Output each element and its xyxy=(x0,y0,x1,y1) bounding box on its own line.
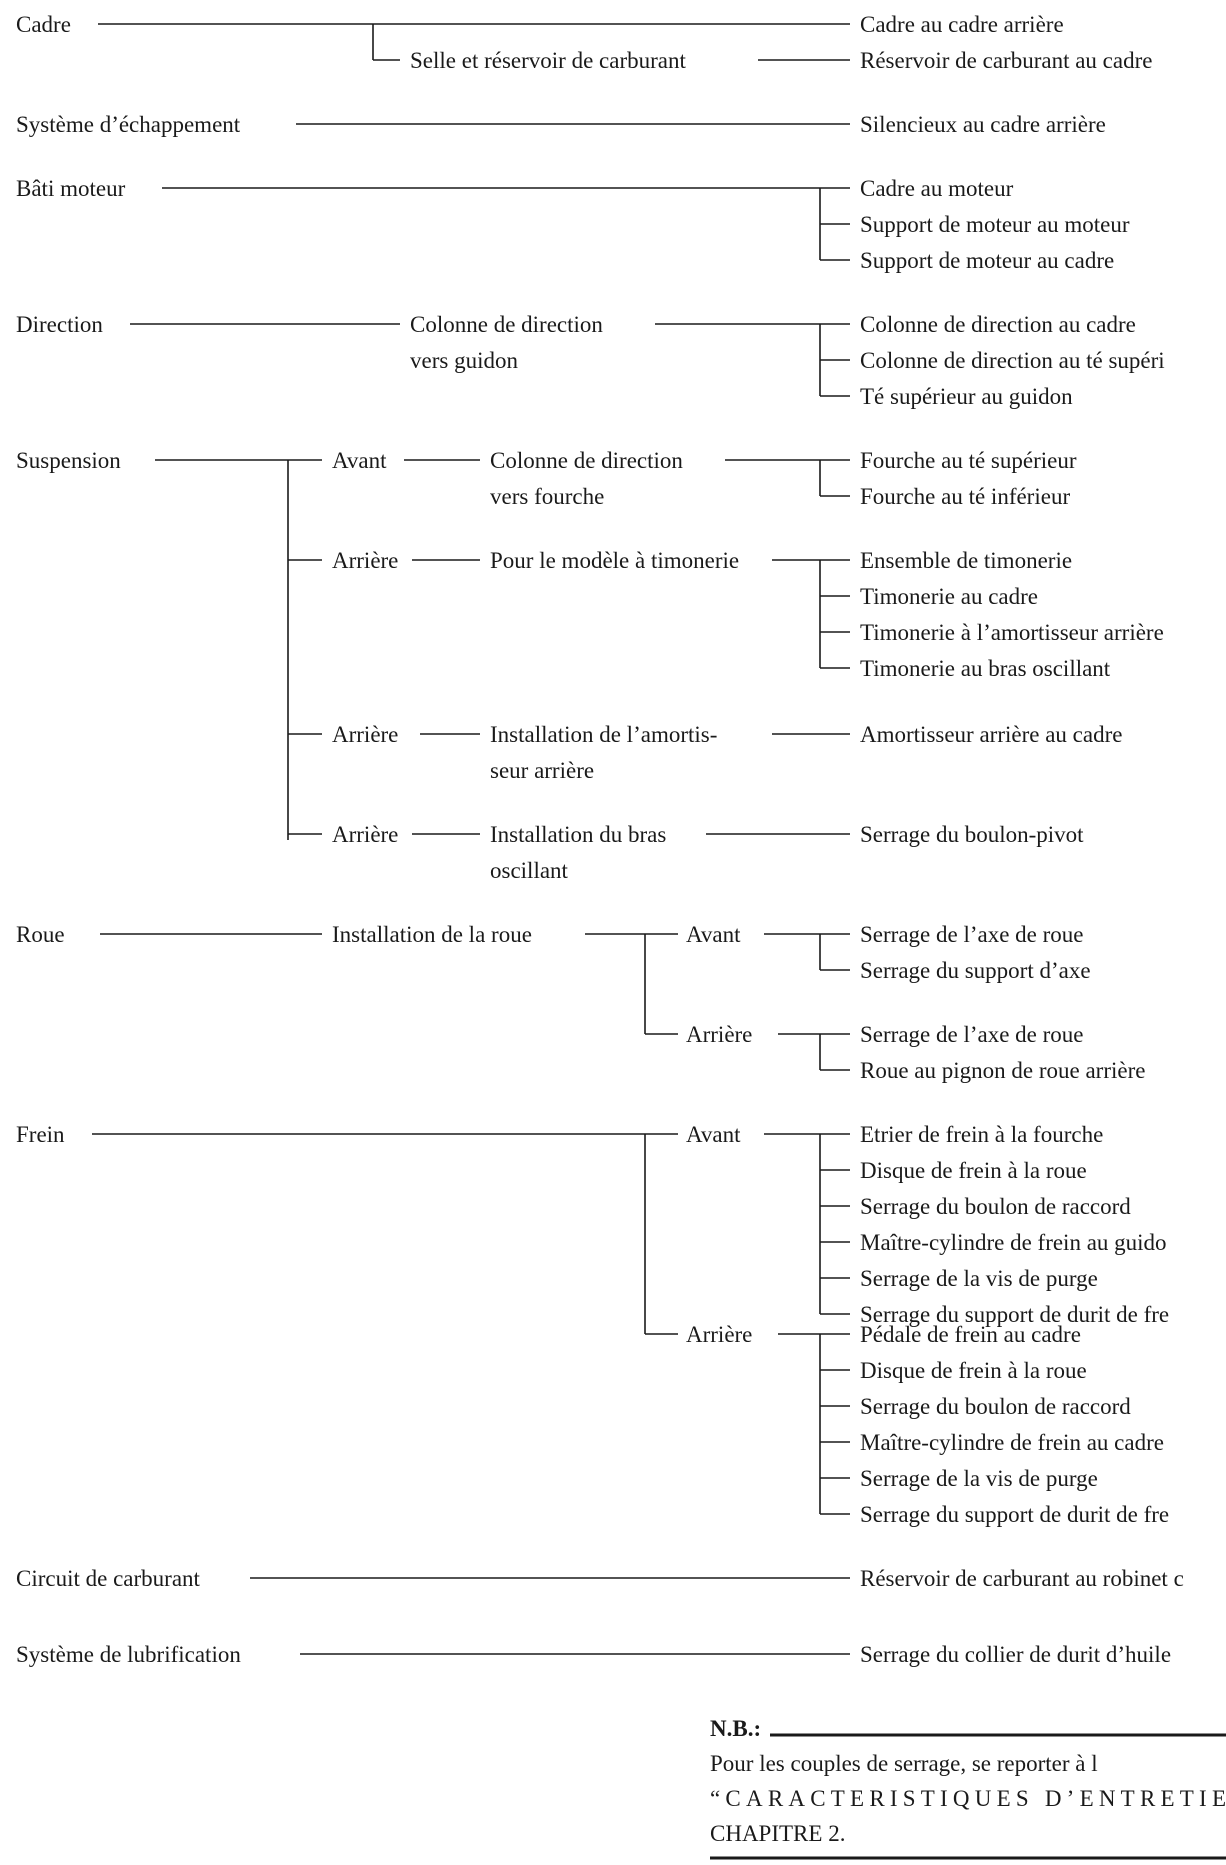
item-suspension-avant-1: Fourche au té supérieur xyxy=(860,448,1077,473)
item-suspension-arriere1-1: Ensemble de timonerie xyxy=(860,548,1072,573)
suspension-avant-label: Avant xyxy=(332,448,387,473)
item-frein-avant-4: Maître-cylindre de frein au guido xyxy=(860,1230,1167,1255)
item-frein-arriere-1: Pédale de frein au cadre xyxy=(860,1322,1081,1347)
suspension-arriere2-sub-line1: Installation de l’amortis- xyxy=(490,722,717,747)
item-direction-3: Té supérieur au guidon xyxy=(860,384,1073,409)
category-carburant: Circuit de carburant xyxy=(16,1566,201,1591)
item-roue-arriere-1: Serrage de l’axe de roue xyxy=(860,1022,1084,1047)
item-frein-arriere-3: Serrage du boulon de raccord xyxy=(860,1394,1131,1419)
suspension-arriere3-sub-line1: Installation du bras xyxy=(490,822,666,847)
suspension-avant-sub-line2: vers fourche xyxy=(490,484,604,509)
suspension-arriere2-sub-line2: seur arrière xyxy=(490,758,594,783)
suspension-arriere1-label: Arrière xyxy=(332,548,398,573)
item-roue-arriere-2: Roue au pignon de roue arrière xyxy=(860,1058,1145,1083)
suspension-avant-sub-line1: Colonne de direction xyxy=(490,448,683,473)
diagram-labels: Cadre Selle et réservoir de carburant Ca… xyxy=(16,12,1184,1667)
item-direction-1: Colonne de direction au cadre xyxy=(860,312,1136,337)
item-frein-arriere-5: Serrage de la vis de purge xyxy=(860,1466,1098,1491)
item-roue-avant-2: Serrage du support d’axe xyxy=(860,958,1091,983)
item-bati-1: Cadre au moteur xyxy=(860,176,1014,201)
item-frein-avant-2: Disque de frein à la roue xyxy=(860,1158,1087,1183)
item-suspension-arriere2-1: Amortisseur arrière au cadre xyxy=(860,722,1122,747)
item-roue-avant-1: Serrage de l’axe de roue xyxy=(860,922,1084,947)
item-carburant-1: Réservoir de carburant au robinet c xyxy=(860,1566,1184,1591)
item-lubrification-1: Serrage du collier de durit d’huile xyxy=(860,1642,1171,1667)
category-lubrification: Système de lubrification xyxy=(16,1642,241,1667)
note-line-3: CHAPITRE 2. xyxy=(710,1821,845,1846)
category-bati-moteur: Bâti moteur xyxy=(16,176,126,201)
connector-lines xyxy=(92,23,850,1655)
category-roue: Roue xyxy=(16,922,65,947)
item-suspension-arriere1-2: Timonerie au cadre xyxy=(860,584,1038,609)
item-frein-arriere-4: Maître-cylindre de frein au cadre xyxy=(860,1430,1164,1455)
sub-direction-line1: Colonne de direction xyxy=(410,312,603,337)
category-direction: Direction xyxy=(16,312,103,337)
item-suspension-arriere1-3: Timonerie à l’amortisseur arrière xyxy=(860,620,1164,645)
item-frein-avant-3: Serrage du boulon de raccord xyxy=(860,1194,1131,1219)
item-direction-2: Colonne de direction au té supéri xyxy=(860,348,1165,373)
item-suspension-arriere1-4: Timonerie au bras oscillant xyxy=(860,656,1111,681)
item-bati-3: Support de moteur au cadre xyxy=(860,248,1114,273)
note-box: N.B.: Pour les couples de serrage, se re… xyxy=(710,1716,1226,1860)
category-frein: Frein xyxy=(16,1122,65,1147)
item-bati-2: Support de moteur au moteur xyxy=(860,212,1130,237)
frein-avant-label: Avant xyxy=(686,1122,741,1147)
suspension-arriere2-label: Arrière xyxy=(332,722,398,747)
item-frein-arriere-2: Disque de frein à la roue xyxy=(860,1358,1087,1383)
note-heading: N.B.: xyxy=(710,1716,761,1741)
suspension-arriere3-label: Arrière xyxy=(332,822,398,847)
category-echappement: Système d’échappement xyxy=(16,112,241,137)
item-frein-avant-6: Serrage du support de durit de fre xyxy=(860,1302,1169,1327)
sub-cadre-selle: Selle et réservoir de carburant xyxy=(410,48,686,73)
item-frein-avant-1: Etrier de frein à la fourche xyxy=(860,1122,1103,1147)
category-suspension: Suspension xyxy=(16,448,121,473)
category-cadre: Cadre xyxy=(16,12,71,37)
note-line-2: “CARACTERISTIQUES D’ENTRETIE xyxy=(710,1786,1226,1811)
item-frein-arriere-6: Serrage du support de durit de fre xyxy=(860,1502,1169,1527)
item-cadre-2: Réservoir de carburant au cadre xyxy=(860,48,1152,73)
item-suspension-arriere3-1: Serrage du boulon-pivot xyxy=(860,822,1084,847)
frein-arriere-label: Arrière xyxy=(686,1322,752,1347)
item-suspension-avant-2: Fourche au té inférieur xyxy=(860,484,1070,509)
item-echappement-1: Silencieux au cadre arrière xyxy=(860,112,1106,137)
item-frein-avant-5: Serrage de la vis de purge xyxy=(860,1266,1098,1291)
suspension-arriere1-sub: Pour le modèle à timonerie xyxy=(490,548,739,573)
suspension-arriere3-sub-line2: oscillant xyxy=(490,858,569,883)
roue-arriere-label: Arrière xyxy=(686,1022,752,1047)
roue-avant-label: Avant xyxy=(686,922,741,947)
sub-direction-line2: vers guidon xyxy=(410,348,518,373)
sub-roue-installation: Installation de la roue xyxy=(332,922,532,947)
item-cadre-1: Cadre au cadre arrière xyxy=(860,12,1064,37)
note-line-1: Pour les couples de serrage, se reporter… xyxy=(710,1751,1098,1776)
